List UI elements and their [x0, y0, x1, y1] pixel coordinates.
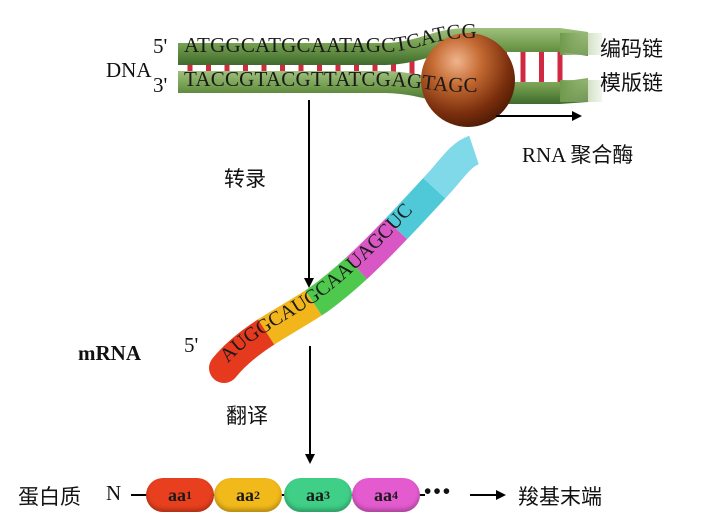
base-pair-rung	[206, 60, 211, 76]
translation-label: 翻译	[226, 404, 268, 428]
transcription-label: 转录	[224, 167, 266, 191]
svg-text:AUGGCAUGCAAUAGCUC: AUGGCAUGCAAUAGCUC	[216, 199, 417, 367]
base-pair-rung	[372, 60, 378, 76]
mrna-5-prime-label: 5'	[184, 333, 199, 357]
base-pair-rung	[298, 60, 304, 76]
base-pair-rung	[557, 48, 563, 86]
base-pair-rung	[187, 60, 193, 76]
rna-polymerase-icon	[421, 33, 515, 127]
mrna-ribbon	[209, 135, 489, 383]
c-terminus-label: 羧基末端	[518, 485, 602, 509]
n-terminus-label: N	[106, 481, 122, 505]
base-pair-rung	[520, 48, 526, 86]
base-pair-rung	[224, 60, 230, 76]
base-pair-rung	[243, 60, 248, 76]
base-pair-rung	[539, 48, 544, 86]
template-strand-label: 模版链	[600, 71, 663, 95]
template-3-prime-label: 3'	[153, 73, 168, 97]
mrna-sequence: AUGGCAUGCAAUAGCUC	[216, 199, 417, 367]
base-pair-rung	[280, 60, 285, 76]
base-pair-rung	[335, 60, 341, 76]
dna-label: DNA	[106, 58, 152, 82]
mrna-codon-segment	[212, 135, 480, 378]
base-pair-rung	[261, 60, 267, 76]
ellipsis: •••	[424, 479, 453, 503]
base-pair-rung	[391, 56, 396, 79]
rna-polymerase-label: RNA 聚合酶	[522, 143, 634, 167]
coding-5-prime-label: 5'	[153, 34, 168, 58]
base-pair-rung	[409, 54, 415, 81]
coding-strand-label: 编码链	[600, 37, 663, 61]
mrna-codon-segment	[212, 135, 480, 378]
mrna-label: mRNA	[78, 341, 141, 365]
base-pair-rung	[317, 60, 322, 76]
base-pair-rung	[354, 60, 359, 76]
protein-label: 蛋白质	[18, 485, 81, 509]
mrna-codon-segment	[212, 135, 480, 378]
